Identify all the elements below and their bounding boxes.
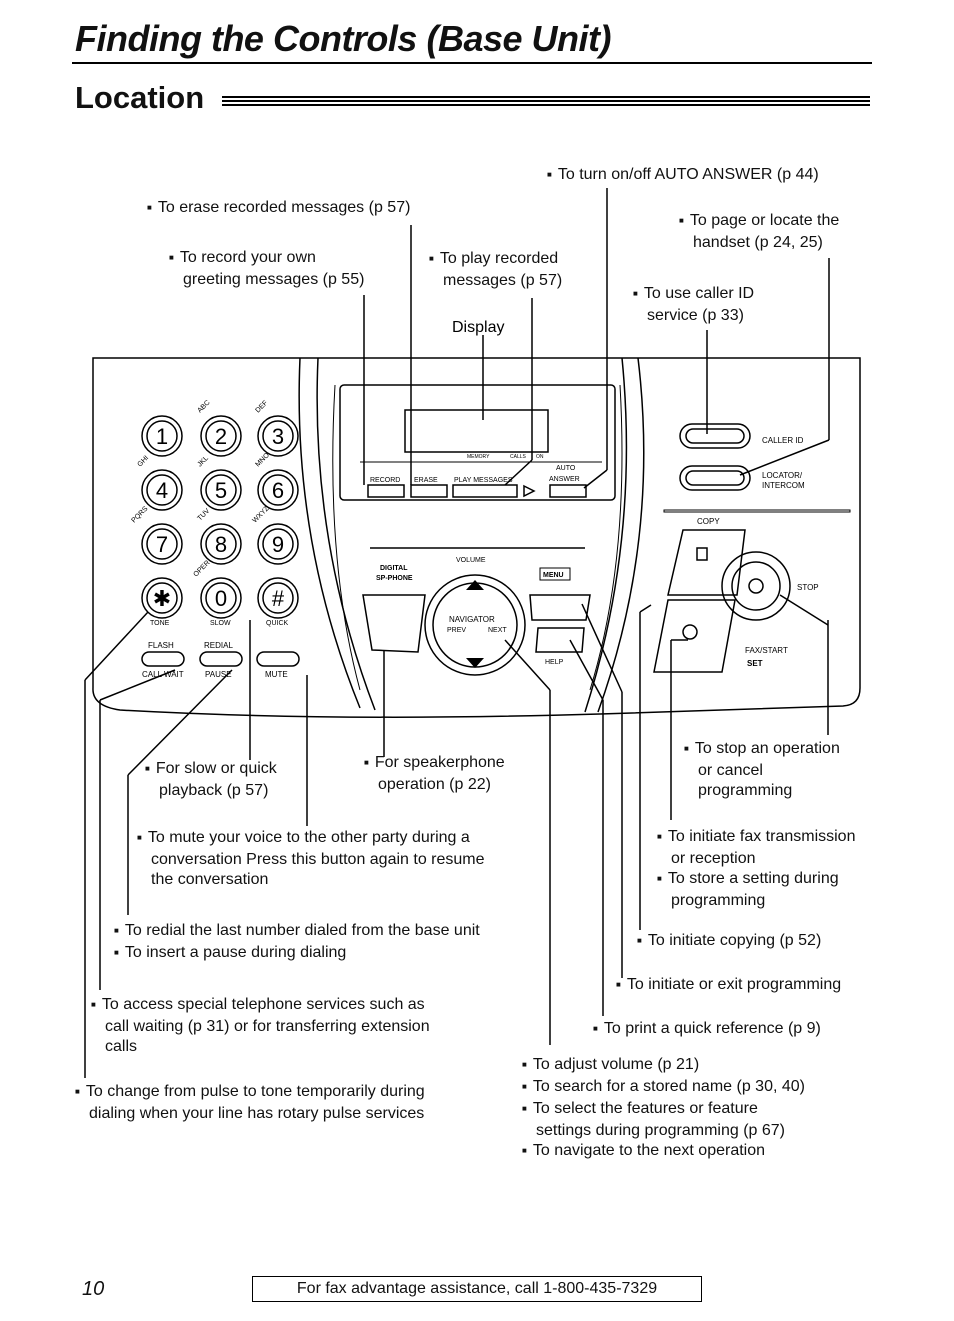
pause-label: PAUSE [205,670,232,679]
section-heading: Location [75,80,205,115]
navigator-label: NAVIGATOR [449,615,495,624]
device-outline [92,357,861,718]
mute-label: MUTE [265,670,288,679]
fax-start-label: FAX/START [745,646,788,655]
on-label: ON [536,454,544,460]
prev-label: PREV [447,627,466,634]
title-rule [72,62,872,64]
flash-label: FLASH [148,641,174,650]
key-letters-jkl: JKL [196,455,210,469]
calls-label: CALLS [510,454,527,460]
page-number: 10 [82,1278,105,1300]
play-messages-label: PLAY MESSAGES [454,477,513,484]
erase-button[interactable] [410,484,448,498]
key-4[interactable]: 4 [156,478,168,503]
key-8[interactable]: 8 [215,532,227,557]
keypad [141,415,299,619]
copy-label: COPY [697,517,720,526]
key-6[interactable]: 6 [272,478,284,503]
digital-label: DIGITAL [380,565,408,572]
help-button[interactable] [535,627,585,653]
stop-label: STOP [797,583,819,592]
page-title: Finding the Controls (Base Unit) [75,18,611,59]
set-label: SET [747,659,763,668]
auto-answer-button[interactable] [549,484,587,498]
stop-button[interactable] [721,551,791,621]
help-callout: To print a quick reference (p 9) [593,1019,821,1041]
auto-answer-callout: To turn on/off AUTO ANSWER (p 44) [547,165,819,187]
key-pound[interactable]: # [272,586,285,611]
slow-label: SLOW [210,620,231,627]
record-button[interactable] [367,484,405,498]
navigator-callout: To adjust volume (p 21) To search for a … [522,1055,805,1163]
flash-button[interactable] [141,651,185,667]
mute-button[interactable] [256,651,300,667]
redial-pause-callout: To redial the last number dialed from th… [114,921,480,965]
display-label: Display [452,319,504,336]
tone-label: TONE [150,620,170,627]
tone-callout: To change from pulse to tone temporarily… [75,1082,425,1124]
menu-button[interactable] [529,594,591,621]
fax-start-button[interactable] [653,599,736,673]
caller-id-label: CALLER ID [762,436,804,445]
key-7[interactable]: 7 [156,532,168,557]
digital-sp-phone-button[interactable] [362,594,426,653]
help-label: HELP [545,659,564,666]
next-label: NEXT [488,627,507,634]
quick-label: QUICK [266,620,289,627]
auto-label: AUTO [556,465,576,472]
key-star[interactable]: ✱ [153,586,171,611]
erase-label: ERASE [414,477,438,484]
menu-label: MENU [543,572,564,579]
key-9[interactable]: 9 [272,532,284,557]
sp-phone-label: SP-PHONE [376,575,413,582]
redial-label: REDIAL [204,641,233,650]
key-5[interactable]: 5 [215,478,227,503]
key-letters-abc: ABC [196,399,211,414]
play-messages-button[interactable] [452,484,518,498]
key-0[interactable]: 0 [215,586,227,611]
record-label: RECORD [370,477,400,484]
leader-lines [84,188,830,1078]
caller-id-button[interactable] [679,423,751,449]
volume-label: VOLUME [456,557,486,564]
key-1[interactable]: 1 [156,424,168,449]
flash-callout: To access special telephone services suc… [91,995,430,1057]
footer-assistance: For fax advantage assistance, call 1-800… [252,1276,702,1302]
key-letters-ghi: GHI [136,455,150,469]
answer-label: ANSWER [549,476,580,483]
locator-label: LOCATOR/ [762,471,803,480]
copy-button[interactable] [667,529,746,596]
memory-label: MEMORY [467,454,490,460]
menu-callout: To initiate or exit programming [616,975,841,997]
copy-callout: To initiate copying (p 52) [637,931,821,953]
mute-callout: To mute your voice to the other party du… [137,828,485,890]
redial-button[interactable] [199,651,243,667]
key-3[interactable]: 3 [272,424,284,449]
locator-intercom-button[interactable] [679,465,751,491]
key-letters-oper: OPER [192,559,211,578]
key-2[interactable]: 2 [215,424,227,449]
erase-callout: To erase recorded messages (p 57) [147,198,411,220]
intercom-label: INTERCOM [762,481,805,490]
key-letters-tuv: TUV [196,507,211,522]
key-letters-def: DEF [254,400,269,415]
key-letters-pqrs: PQRS [130,505,149,524]
